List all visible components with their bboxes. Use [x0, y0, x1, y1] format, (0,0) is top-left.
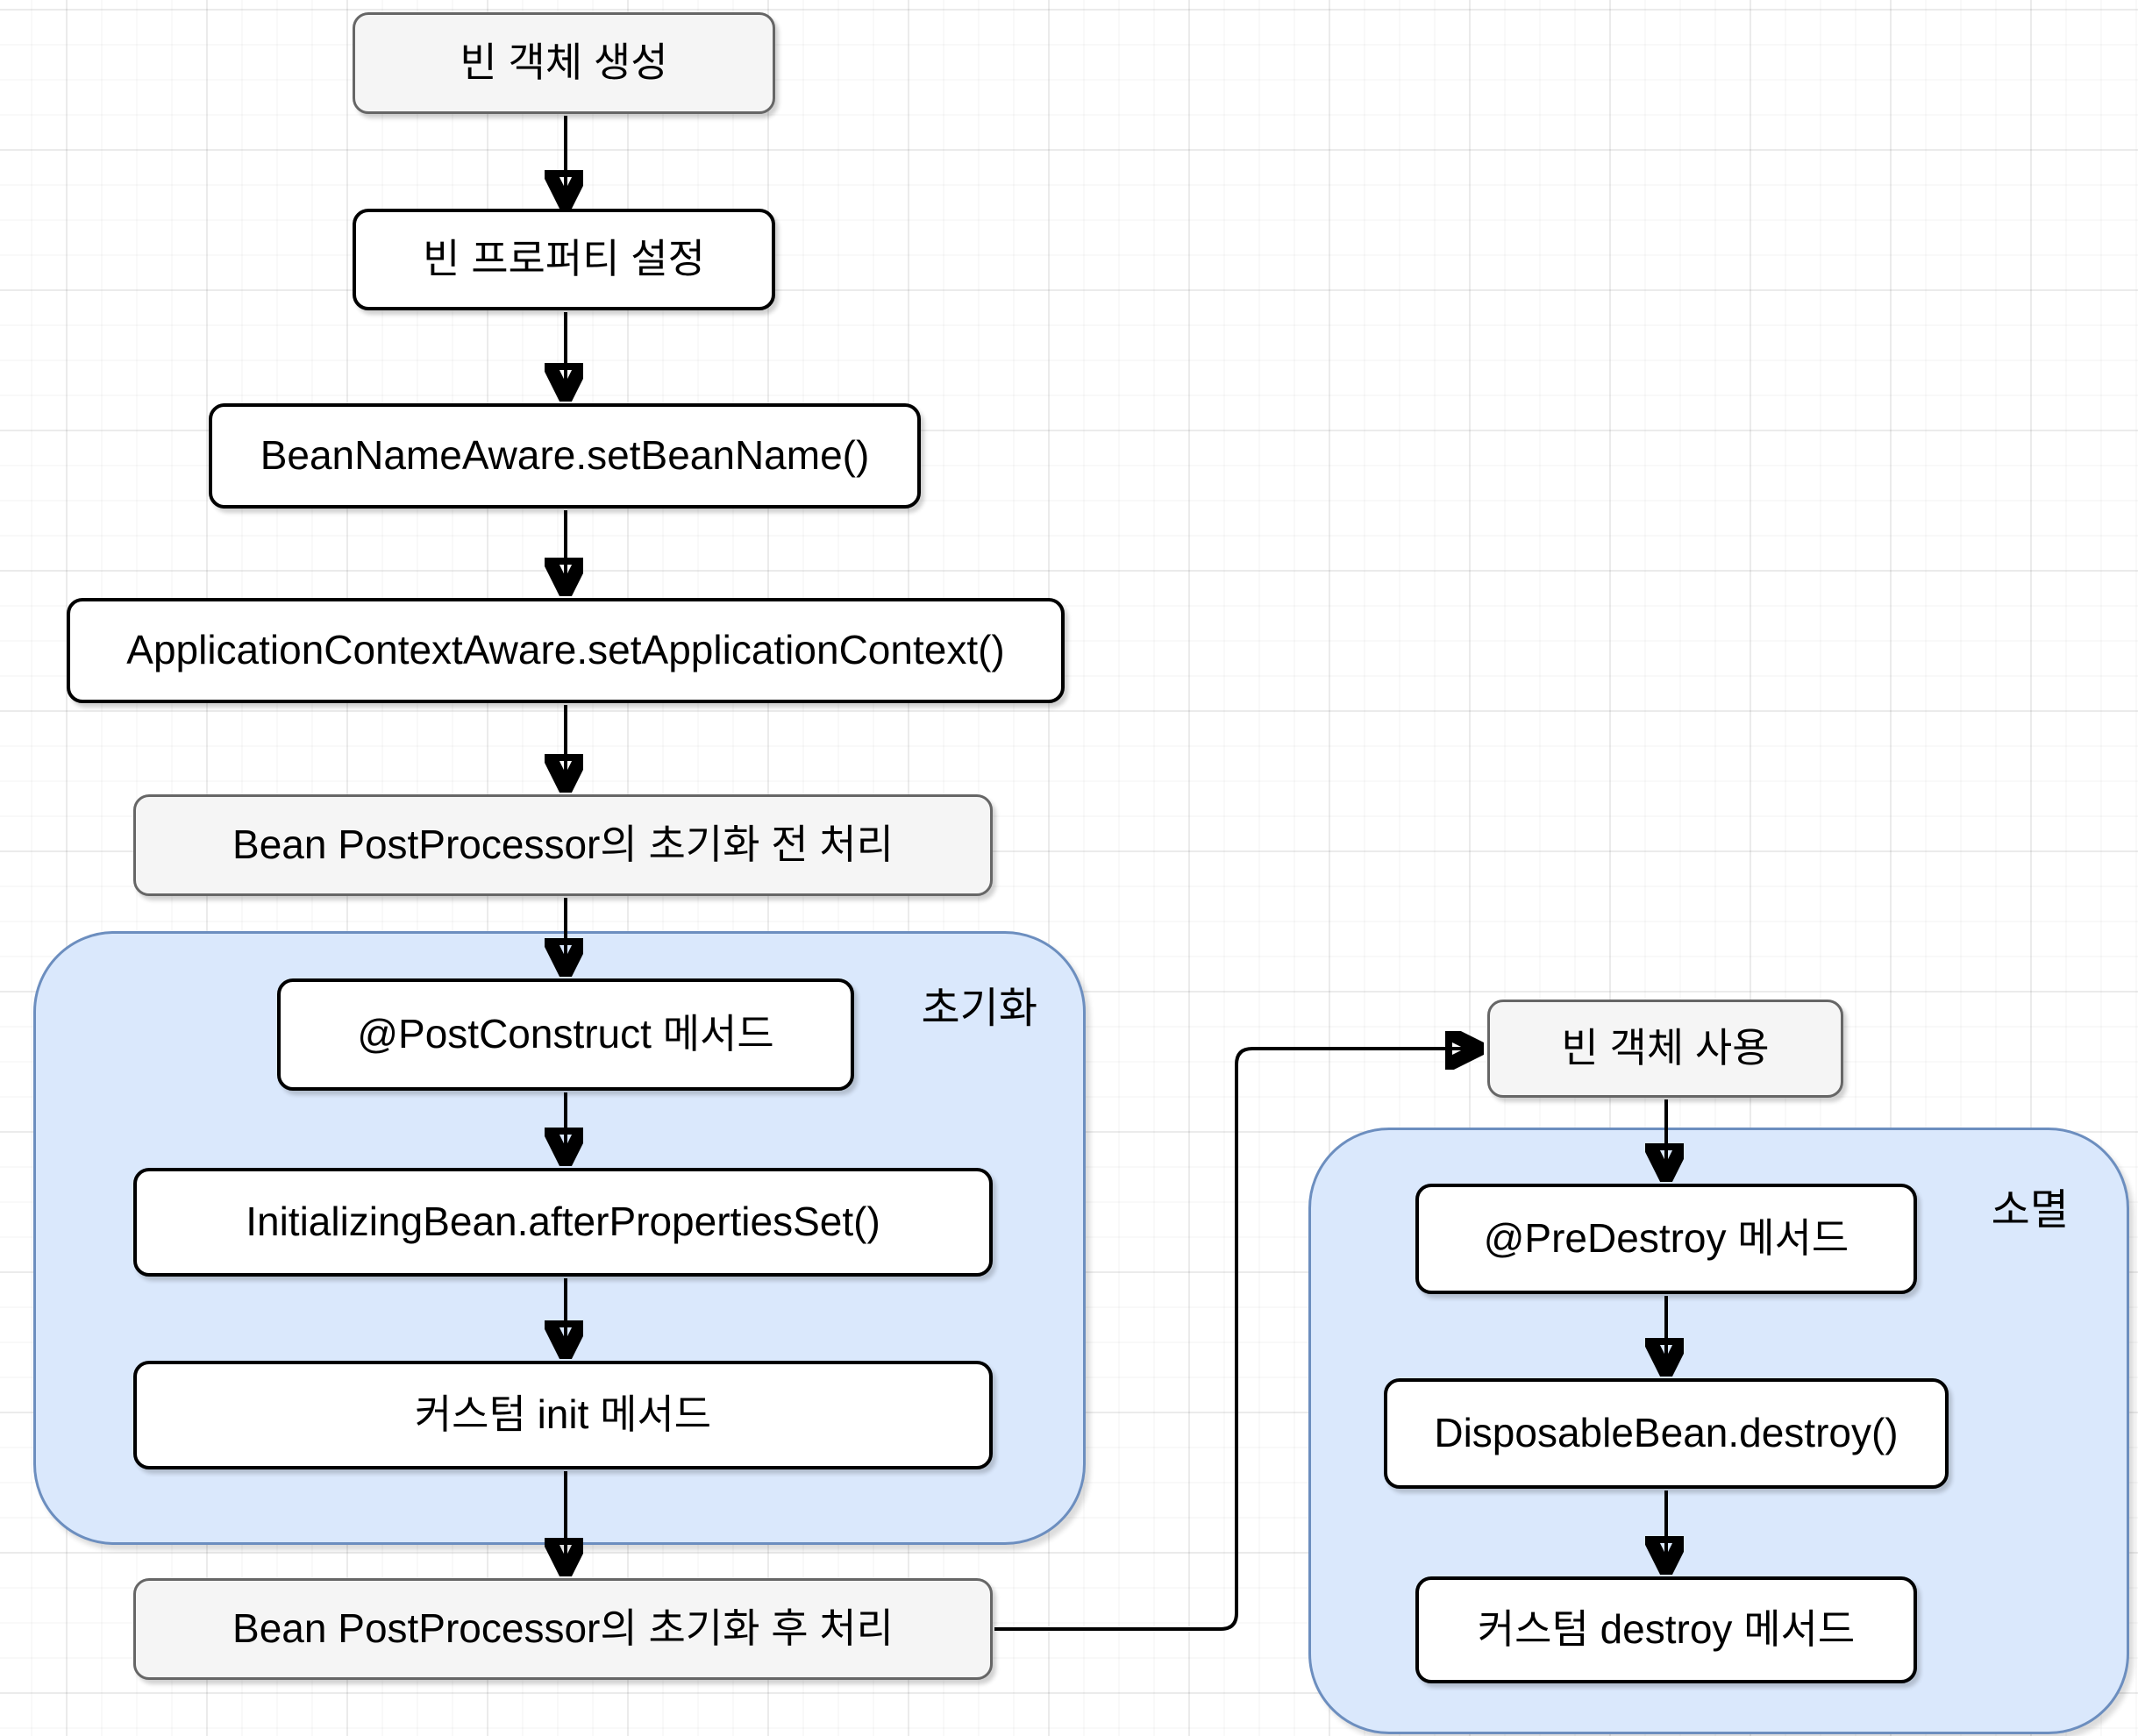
node-custom-init: 커스텀 init 메서드 [133, 1361, 993, 1469]
node-bean-create: 빈 객체 생성 [353, 12, 775, 114]
node-pre-destroy: @PreDestroy 메서드 [1415, 1184, 1917, 1294]
node-set-application-context: ApplicationContextAware.setApplicationCo… [67, 598, 1065, 703]
node-post-construct: @PostConstruct 메서드 [277, 978, 854, 1091]
node-use-bean: 빈 객체 사용 [1487, 1000, 1843, 1098]
node-set-bean-name: BeanNameAware.setBeanName() [209, 403, 921, 509]
node-bpp-before-init: Bean PostProcessor의 초기화 전 처리 [133, 794, 993, 896]
node-custom-destroy: 커스텀 destroy 메서드 [1415, 1576, 1917, 1683]
node-after-properties-set: InitializingBean.afterPropertiesSet() [133, 1168, 993, 1277]
group-destruction-label: 소멸 [1991, 1187, 2069, 1234]
node-bean-property-set: 빈 프로퍼티 설정 [353, 209, 775, 310]
group-initialization-label: 초기화 [921, 985, 1037, 1032]
node-bpp-after-init: Bean PostProcessor의 초기화 후 처리 [133, 1578, 993, 1680]
node-disposable-destroy: DisposableBean.destroy() [1384, 1378, 1949, 1489]
